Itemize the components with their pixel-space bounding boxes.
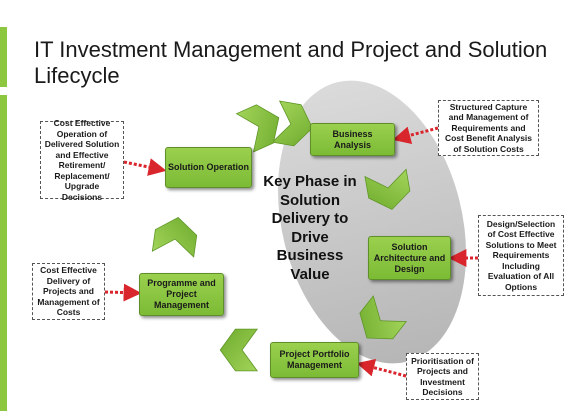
- page-title: IT Investment Management and Project and…: [34, 37, 548, 88]
- cycle-arrow-4-icon: [219, 328, 258, 372]
- phase-project-portfolio-label: Project Portfolio Management: [279, 349, 350, 370]
- note-solution-operation-text: Cost Effective Operation of Delivered So…: [44, 118, 120, 202]
- note-programme-project: Cost Effective Delivery of Projects and …: [32, 263, 105, 320]
- connector-business-analysis: [392, 126, 439, 145]
- note-solution-operation: Cost Effective Operation of Delivered So…: [40, 118, 124, 202]
- note-programme-project-text: Cost Effective Delivery of Projects and …: [37, 265, 100, 318]
- connector-project-portfolio: [356, 358, 407, 378]
- phase-business-analysis-label: Business Analysis: [332, 128, 373, 150]
- phase-project-portfolio: Project Portfolio Management: [270, 342, 359, 378]
- phase-solution-operation: Solution Operation: [165, 147, 252, 188]
- note-business-analysis: Structured Capture and Management of Req…: [438, 100, 539, 156]
- cycle-arrow-6-icon: [236, 98, 288, 153]
- note-solution-architecture-text: Design/Selection of Cost Effective Solut…: [485, 218, 557, 292]
- note-project-portfolio: Prioritisation of Projects and Investmen…: [406, 353, 479, 400]
- accent-bar-bottom: [0, 95, 7, 411]
- connector-solution-operation: [123, 158, 167, 176]
- note-business-analysis-text: Structured Capture and Management of Req…: [444, 101, 533, 154]
- center-key-phase-text: Key Phase in Solution Delivery to Drive …: [263, 173, 357, 283]
- phase-business-analysis: Business Analysis: [310, 123, 395, 156]
- phase-solution-architecture-label: Solution Architecture and Design: [373, 241, 446, 274]
- phase-programme-project: Programme and Project Management: [139, 273, 224, 316]
- phase-solution-architecture: Solution Architecture and Design: [368, 236, 451, 280]
- cycle-arrow-5-icon: [151, 214, 200, 258]
- phase-solution-operation-label: Solution Operation: [168, 162, 249, 172]
- note-solution-architecture: Design/Selection of Cost Effective Solut…: [478, 215, 564, 296]
- note-project-portfolio-text: Prioritisation of Projects and Investmen…: [411, 355, 474, 398]
- connector-programme-project: [104, 283, 142, 302]
- accent-bar-top: [0, 27, 7, 87]
- phase-programme-project-label: Programme and Project Management: [147, 278, 216, 310]
